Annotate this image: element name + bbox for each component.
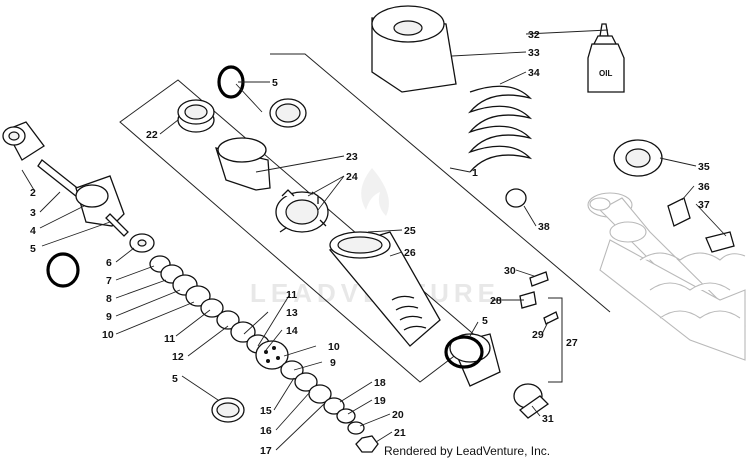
callout-14: 14	[286, 325, 298, 337]
callout-24: 24	[346, 171, 358, 183]
render-credit: Rendered by LeadVenture, Inc.	[384, 444, 551, 458]
callout-3: 3	[30, 207, 36, 219]
callout-25: 25	[404, 225, 416, 237]
callout-21: 21	[394, 427, 406, 439]
spring-and-cover	[371, 5, 735, 253]
oil-bottle: OIL	[587, 23, 625, 93]
shaft-assembly	[2, 121, 129, 237]
reservoir-bracket-27	[548, 297, 563, 383]
callout-32: 32	[528, 29, 540, 41]
callout-30: 30	[504, 265, 516, 277]
callout-18: 18	[374, 377, 386, 389]
callout-17: 17	[260, 445, 272, 457]
callout-9-left: 9	[106, 311, 112, 323]
callout-1: 1	[472, 167, 478, 179]
callout-7: 7	[106, 275, 112, 287]
callout-27: 27	[566, 337, 578, 349]
callout-5-top: 5	[272, 77, 278, 89]
assembled-shock-ghost	[587, 192, 746, 361]
callout-34: 34	[528, 67, 540, 79]
callout-12: 12	[172, 351, 184, 363]
oil-bottle-label: OIL	[599, 69, 612, 78]
callout-5-right: 5	[482, 315, 488, 327]
callout-22: 22	[146, 129, 158, 141]
callout-11-top: 11	[286, 289, 297, 301]
callout-10-right: 10	[328, 341, 340, 353]
assembly-bracket-1	[270, 53, 611, 313]
callout-31: 31	[542, 413, 554, 425]
callout-36: 36	[698, 181, 710, 193]
callout-9-right: 9	[330, 357, 336, 369]
callout-20: 20	[392, 409, 404, 421]
callout-15: 15	[260, 405, 272, 417]
callout-35: 35	[698, 161, 710, 173]
callout-2: 2	[30, 187, 36, 199]
callout-5-bottom: 5	[172, 373, 178, 385]
reservoir-parts	[449, 271, 559, 419]
callout-8: 8	[106, 293, 112, 305]
callout-29: 29	[532, 329, 544, 341]
seal-head-parts	[177, 98, 329, 233]
callout-26: 26	[404, 247, 416, 259]
callout-labels: 1 2 3 4 5 5 5 5 6 7 8 9 9 10 10 11 11 12…	[30, 29, 710, 457]
callout-28: 28	[490, 295, 502, 307]
callout-38: 38	[538, 221, 550, 233]
callout-16: 16	[260, 425, 272, 437]
callout-5-left: 5	[30, 243, 36, 255]
o-ring-highlight-right	[444, 335, 484, 369]
leader-lines	[21, 29, 727, 451]
callout-13: 13	[286, 307, 298, 319]
o-ring-highlight-left	[46, 252, 80, 288]
callout-23: 23	[346, 151, 358, 163]
callout-10-left: 10	[102, 329, 114, 341]
callout-6: 6	[106, 257, 112, 269]
shock-body	[328, 231, 441, 347]
callout-37: 37	[698, 199, 710, 211]
callout-33: 33	[528, 47, 540, 59]
callout-4: 4	[30, 225, 36, 237]
callout-19: 19	[374, 395, 386, 407]
callout-11-left: 11	[164, 333, 175, 345]
